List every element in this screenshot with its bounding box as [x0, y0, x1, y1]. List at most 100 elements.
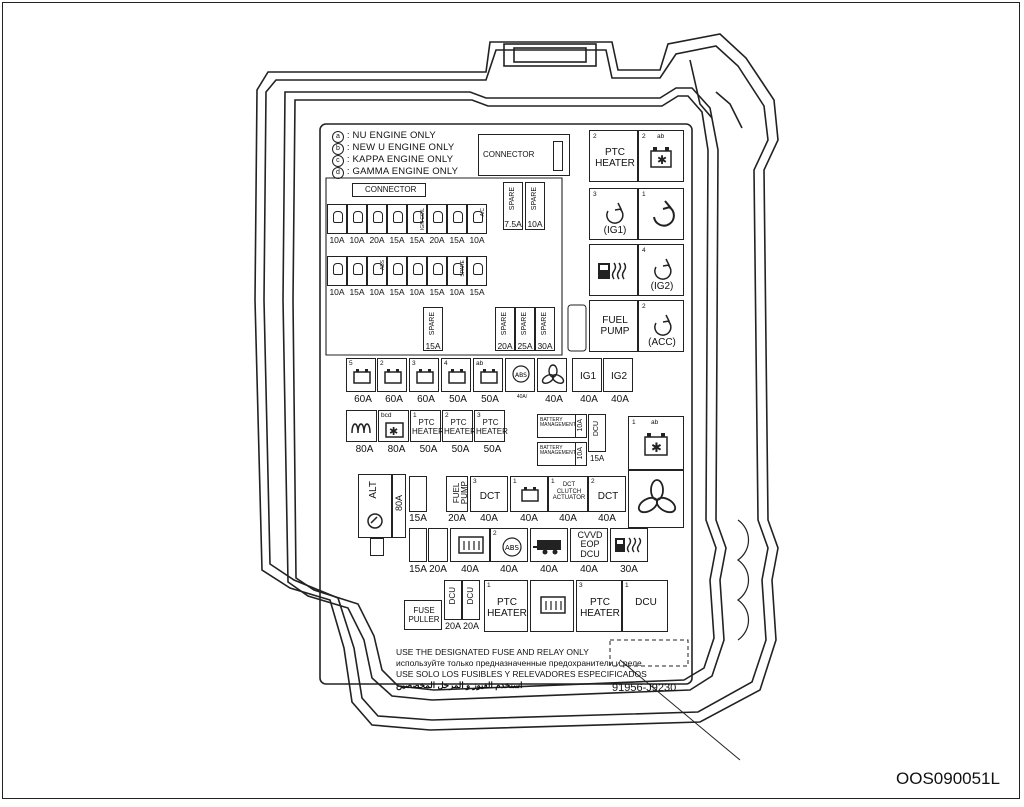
warning-english: USE THE DESIGNATED FUSE AND RELAY ONLY	[396, 647, 589, 657]
battery-mgmt-amp-1: 10A	[577, 419, 584, 432]
battery-icon	[521, 487, 539, 502]
fuse-label: PTC HEATER	[476, 418, 508, 436]
connector-top-label: CONNECTOR	[483, 150, 535, 159]
large-fuse: IG1	[572, 358, 602, 392]
mini-fuse-icon	[413, 263, 423, 275]
mini-fuse-icon	[373, 263, 383, 275]
battery-icon	[480, 369, 498, 384]
fuse-amp: 30A	[620, 564, 638, 575]
relay-number: 3	[593, 191, 597, 198]
fuse-row3-cell: 1	[510, 476, 548, 512]
mini-fuse	[327, 256, 347, 286]
warning-arabic: استخدم الفيوز و المرحل المخصصين	[396, 680, 523, 690]
legend-item-b: b : NEW U ENGINE ONLY	[332, 143, 454, 155]
spare-top-amp-1: 7.5A	[504, 219, 522, 229]
connector-small-label: CONNECTOR	[365, 185, 417, 194]
fuse-number: bcd	[381, 412, 392, 419]
battery-icon	[448, 369, 466, 384]
spare-fuse-right-1: SPARE	[495, 307, 515, 351]
mini-fuse: IGN COIL	[407, 204, 427, 234]
dcu-small-amp: 15A	[590, 454, 605, 463]
mini-fuse-amp: 10A	[349, 235, 365, 245]
spare-label: SPARE	[429, 312, 436, 336]
alternator-fuse: ALT	[358, 474, 392, 538]
mini-fuse	[347, 256, 367, 286]
relay-main: 1	[638, 188, 684, 240]
battery-management-fuse-1: BATTERY MANAGEMENT	[537, 414, 577, 438]
mini-fuse	[467, 256, 487, 286]
mini-fuse-amp: 10A	[329, 287, 345, 297]
relay-number: 1	[642, 191, 646, 198]
mini-fuse	[427, 204, 447, 234]
fuse-number: 2	[445, 412, 449, 419]
battery-icon	[353, 369, 371, 384]
spare-fuse-mid: SPARE	[423, 307, 443, 351]
fuse-number: 1	[487, 582, 491, 589]
legend-text-c: KAPPA ENGINE ONLY	[352, 154, 454, 165]
fuse-amp: 50A	[419, 444, 438, 455]
legend-mark-b: b	[332, 143, 344, 155]
mini-fuse	[407, 256, 427, 286]
large-fuse	[537, 358, 567, 392]
fuse-amp: 50A	[481, 394, 499, 405]
spare-top-amp-2: 10A	[527, 219, 543, 229]
mini-fuse-amp: 15A	[449, 235, 465, 245]
fuse-row4-cell	[530, 528, 568, 562]
battery-icon: ✱	[644, 433, 668, 456]
spare-fuse-right-3: SPARE	[535, 307, 555, 351]
battery-mgmt-label-1: BATTERY MANAGEMENT	[540, 417, 576, 428]
fuse-bottom-cell: FUSE PULLER	[404, 600, 442, 630]
battery-mgmt-amp-2: 10A	[577, 447, 584, 460]
fuse-amp: 40A/	[516, 394, 528, 400]
fuse-label: FUEL PUMP	[452, 481, 469, 505]
mini-fuse: A/C	[467, 204, 487, 234]
fuse-label: DCT	[597, 491, 619, 502]
fuse-bottom-cell: DCU	[444, 580, 462, 620]
relay-ptc-heater: 2 PTC HEATER	[589, 130, 638, 182]
legend-mark-a: a	[332, 131, 344, 143]
rotate-arrow-icon	[653, 200, 675, 227]
fuse-amp: 60A	[417, 394, 435, 405]
fuel-heater-icon	[615, 537, 642, 553]
relay-label: (ACC)	[648, 337, 676, 348]
fuse-amp: 40A	[580, 564, 598, 575]
spare-fuse-right-2: SPARE	[515, 307, 535, 351]
alt-amp: 80A	[394, 495, 404, 512]
fuse-label: IG1	[579, 371, 597, 382]
large-fuse: 2	[377, 358, 407, 392]
fuse-amp: 20A	[448, 513, 466, 524]
battery-mgmt-amp-box-1: 10A	[575, 414, 587, 438]
relay-number: 2	[593, 133, 597, 140]
mini-fuse: ABS	[367, 256, 387, 286]
fuse-amp: 50A	[483, 444, 502, 455]
fuse-number: 1	[513, 478, 517, 485]
fuse-number: 3	[579, 582, 583, 589]
fuse-amp: 40A	[598, 513, 616, 524]
mini-fuse: SPARE	[447, 256, 467, 286]
battery-icon	[384, 369, 402, 384]
fuse-number: 4	[444, 360, 448, 367]
mini-fuse-amp: 15A	[469, 287, 485, 297]
fuse-row4-cell	[428, 528, 448, 562]
spare-right-amp-3: 30A	[537, 341, 553, 351]
mini-fuse-label: IGN COIL	[420, 208, 426, 230]
legend-text-b: NEW U ENGINE ONLY	[352, 142, 455, 153]
spare-label: SPARE	[541, 312, 548, 336]
mini-fuse-amp: 15A	[389, 287, 405, 297]
fuse-row4-cell: CVVD EOP DCU	[570, 528, 608, 562]
fuse-label: PTC HEATER	[487, 597, 527, 619]
fuse-number: 1	[413, 412, 417, 419]
relay-label: PTC HEATER	[595, 147, 635, 169]
fuse-row3-cell: FUEL PUMP	[446, 476, 469, 512]
fuse-amp: 80A	[387, 444, 406, 455]
fuse-amp: 20A	[462, 621, 479, 631]
fuse-label: DCU	[466, 587, 475, 605]
relay-mark: ab	[657, 133, 665, 140]
